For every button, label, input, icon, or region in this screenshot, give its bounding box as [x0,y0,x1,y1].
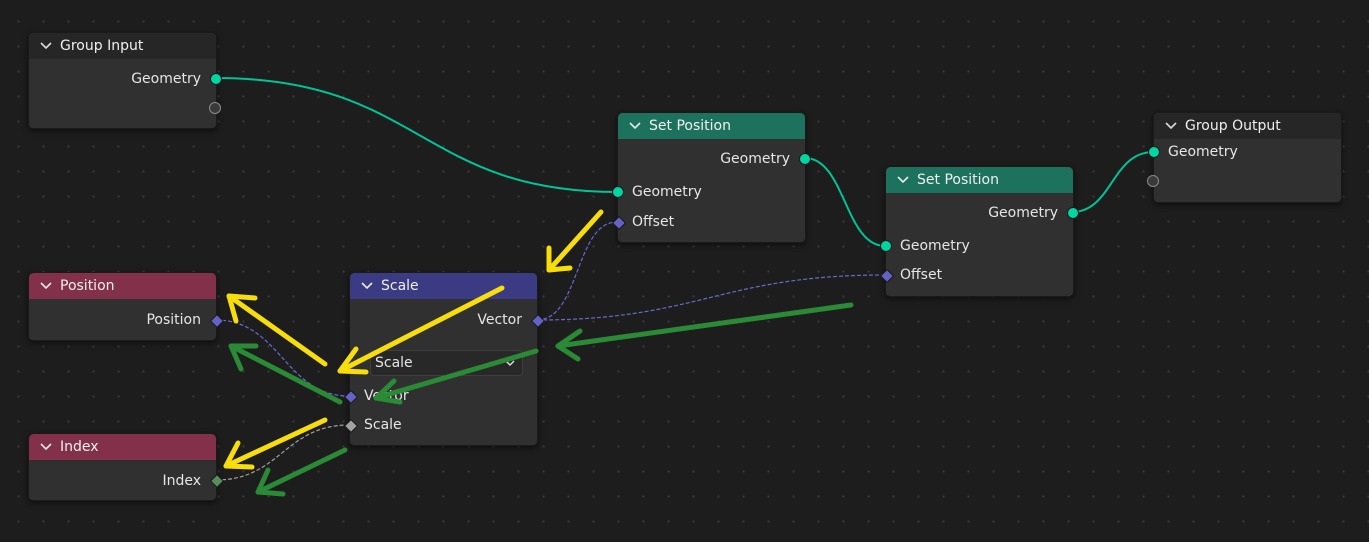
output-label-vector: Vector [477,312,522,328]
yellow-arrow-to-index-node [223,417,328,470]
yellow-arrow-to-position-node [226,293,328,367]
yellow-arrow-to-vector-socket [337,285,505,375]
link-groupinput-setposition1[interactable] [215,77,618,193]
socket-output-geometry[interactable] [799,153,811,165]
input-label-geometry: Geometry [900,238,970,254]
input-label-scale: Scale [364,417,402,433]
node-set-position-1[interactable]: Set Position Geometry Geometry Offset [611,112,811,243]
chevron-down-icon[interactable] [896,173,910,187]
socket-output-geometry[interactable] [1067,207,1079,219]
node-group-input[interactable]: Group Input Geometry [28,32,222,129]
input-label-geometry: Geometry [632,184,702,200]
output-label-index: Index [162,473,201,489]
output-label-geometry: Geometry [720,151,790,167]
output-label-position: Position [146,312,201,328]
node-header[interactable]: Group Output [1154,113,1341,139]
node-title: Position [60,278,115,294]
yellow-arrow-to-scale-node [546,209,604,273]
link-index-scale[interactable] [215,424,350,481]
chevron-down-icon[interactable] [39,39,53,53]
output-label-geometry: Geometry [988,205,1058,221]
node-title: Scale [381,278,419,294]
node-header[interactable]: Scale [350,273,537,299]
link-scale-offset2[interactable] [536,274,886,321]
output-label-geometry: Geometry [131,71,201,87]
node-title: Group Input [60,38,144,54]
green-arrow-to-position-output [228,343,343,405]
socket-input-empty[interactable] [1147,175,1159,187]
node-title: Set Position [917,172,999,188]
node-header[interactable]: Set Position [618,113,805,139]
chevron-down-icon[interactable] [1164,119,1178,133]
node-header[interactable]: Set Position [886,167,1073,193]
node-position[interactable]: Position Position [28,272,225,341]
dropdown-chevron-icon [505,360,515,367]
input-label-geometry: Geometry [1168,144,1238,160]
input-label-offset: Offset [900,267,943,283]
operation-value: Scale [375,355,413,371]
node-header[interactable]: Group Input [29,33,216,59]
socket-output-geometry[interactable] [210,73,222,85]
input-label-offset: Offset [632,214,675,230]
green-arrow-to-scale-output [555,302,854,362]
chevron-down-icon[interactable] [39,440,53,454]
node-header[interactable]: Index [29,434,216,460]
node-title: Index [60,439,99,455]
operation-dropdown[interactable]: Scale [370,350,523,376]
node-header[interactable]: Position [29,273,216,299]
node-set-position-2[interactable]: Set Position Geometry Geometry Offset [879,166,1079,297]
node-title: Group Output [1185,118,1281,134]
green-arrow-to-index-output [255,447,348,497]
socket-output-empty[interactable] [209,102,221,114]
link-scale-offset1[interactable] [536,221,618,321]
node-group-output[interactable]: Group Output Geometry [1147,112,1342,203]
node-title: Set Position [649,118,731,134]
node-scale[interactable]: Scale Vector Scale Vector Scale [343,272,546,446]
socket-input-geometry[interactable] [612,186,624,198]
link-setposition2-groupoutput[interactable] [1071,151,1154,213]
chevron-down-icon[interactable] [360,279,374,293]
link-setposition1-setposition2[interactable] [804,157,886,247]
chevron-down-icon[interactable] [628,119,642,133]
socket-input-geometry[interactable] [880,240,892,252]
green-arrow-to-vector-input [373,348,539,405]
node-index[interactable]: Index Index [28,433,225,501]
socket-input-geometry[interactable] [1148,146,1160,158]
chevron-down-icon[interactable] [39,279,53,293]
